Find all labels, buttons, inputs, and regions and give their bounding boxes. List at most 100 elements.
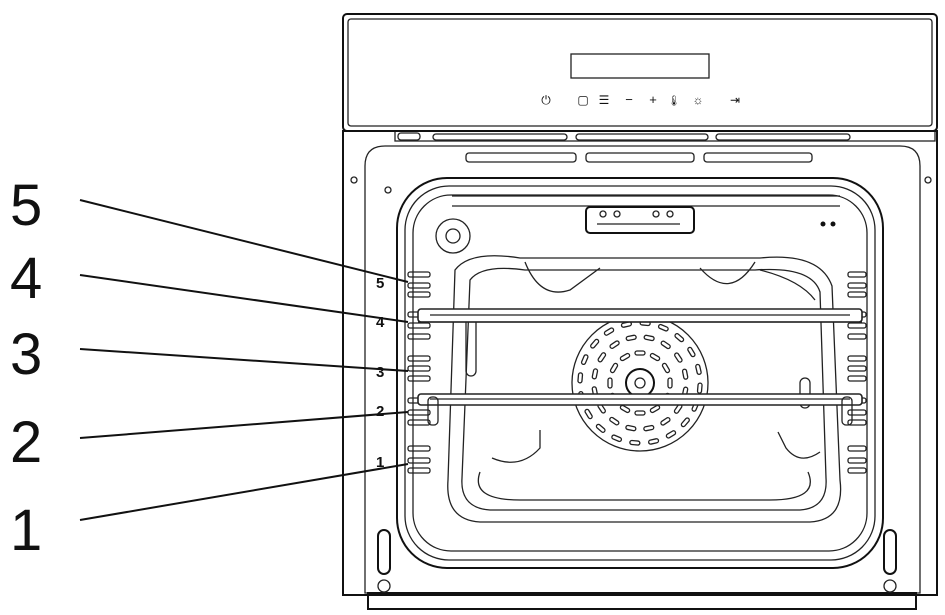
shelf-level-small-3: 3 [376, 364, 384, 381]
screw [350, 176, 358, 184]
rail-runner [407, 355, 431, 362]
leader-lines [79, 199, 409, 521]
screw [924, 176, 932, 184]
menu-button[interactable]: ☰ [599, 93, 610, 107]
fan-slot [674, 333, 685, 343]
fan-slot [665, 430, 677, 439]
fan-slot [595, 423, 606, 433]
shelf-level-small-4: 4 [376, 314, 385, 331]
wire-shelf-level-4 [417, 308, 863, 323]
shelf-level-label-5: 5 [10, 173, 42, 238]
left-shelf-rails [407, 271, 431, 474]
fan-slot [674, 352, 683, 363]
minus-button[interactable]: − [625, 92, 633, 107]
rail-runner [847, 282, 867, 289]
mode-button[interactable]: ▢ [577, 93, 588, 107]
fan-slot [643, 334, 655, 342]
rail-runner [847, 375, 867, 382]
rail-runner [407, 333, 431, 340]
fan-slot [634, 410, 646, 416]
fan-slot [619, 352, 631, 362]
fan-slot [695, 363, 702, 375]
fan-slot [661, 362, 671, 374]
shelf-level-label-3: 3 [10, 322, 42, 387]
shelf-level-labels: 5 4 3 2 1 [10, 173, 42, 563]
fan-slot [625, 424, 637, 432]
rail-runner [407, 365, 431, 372]
rail-runner [847, 355, 867, 362]
fan-slot [609, 340, 620, 349]
shelf-level-label-2: 2 [10, 410, 42, 475]
shelf-level-small-labels: 5 4 3 2 1 [376, 275, 385, 471]
plus-button[interactable]: + [649, 92, 657, 107]
fan-slot [591, 368, 599, 380]
fan-slot [625, 334, 637, 342]
wire-shelf-level-2 [417, 393, 863, 426]
leader-line-5 [79, 199, 409, 283]
rail-runner [847, 419, 867, 426]
fan-slot [609, 416, 620, 426]
leader-line-3 [79, 348, 409, 372]
fan-slot [687, 346, 696, 358]
rail-runner [847, 333, 867, 340]
rail-runner [407, 419, 431, 426]
rail-runner [407, 467, 431, 474]
rail-runner [407, 291, 431, 298]
fan-slot [584, 408, 593, 420]
fan-slot [603, 327, 615, 336]
rail-runner [847, 467, 867, 474]
rail-runner [407, 457, 431, 464]
fan-slot [607, 377, 613, 389]
fan-slot [696, 382, 703, 394]
fan-slot [648, 438, 660, 445]
fan-slot [577, 372, 584, 384]
rail-runner [847, 409, 867, 416]
control-panel: ⏻ ▢ ☰ − + 🌡 ☼ ⇥ [342, 13, 938, 132]
rail-runner [407, 409, 431, 416]
fan-slot [667, 377, 673, 389]
oven-body [342, 130, 938, 610]
right-shelf-rails [847, 271, 867, 474]
touch-buttons: ⏻ ▢ ☰ − + 🌡 ☼ ⇥ [541, 92, 740, 107]
fan-slot [660, 340, 671, 350]
fan-slot [649, 352, 661, 362]
light-button[interactable]: ☼ [693, 93, 704, 107]
rail-runner [847, 445, 867, 452]
fan-slot [611, 434, 623, 443]
fan-slot [657, 323, 669, 332]
rail-runner [847, 271, 867, 278]
start-button[interactable]: ⇥ [730, 93, 740, 107]
rail-runner [847, 457, 867, 464]
fan-slot [643, 424, 655, 432]
oven-lamp-icon [435, 218, 471, 254]
shelf-level-small-1: 1 [376, 454, 384, 471]
shelf-level-small-5: 5 [376, 275, 384, 292]
leader-line-4 [79, 274, 409, 323]
hinge-right [883, 529, 897, 593]
temperature-button[interactable]: 🌡 [668, 95, 681, 107]
fan-slot [580, 354, 589, 366]
leader-line-2 [79, 411, 409, 439]
rail-runner [407, 375, 431, 382]
shelf-level-label-1: 1 [10, 498, 42, 563]
fan-slot [609, 362, 619, 374]
fan-slot [649, 404, 661, 414]
convection-fan-icon [571, 314, 709, 452]
fan-slot [619, 404, 631, 414]
fan-slot [590, 338, 600, 349]
shelf-level-label-4: 4 [10, 246, 42, 311]
fan-slot [660, 417, 671, 426]
display-window [570, 53, 710, 79]
rail-runner [407, 322, 431, 329]
leader-line-1 [79, 463, 409, 521]
rail-runner [407, 282, 431, 289]
power-button[interactable]: ⏻ [541, 93, 551, 107]
rail-runner [847, 291, 867, 298]
rail-runner [847, 365, 867, 372]
fan-slot [629, 439, 641, 446]
fan-slot [634, 350, 646, 356]
grill-element-plate [585, 206, 695, 234]
rail-runner [407, 271, 431, 278]
rail-runner [407, 445, 431, 452]
rail-runner [847, 322, 867, 329]
